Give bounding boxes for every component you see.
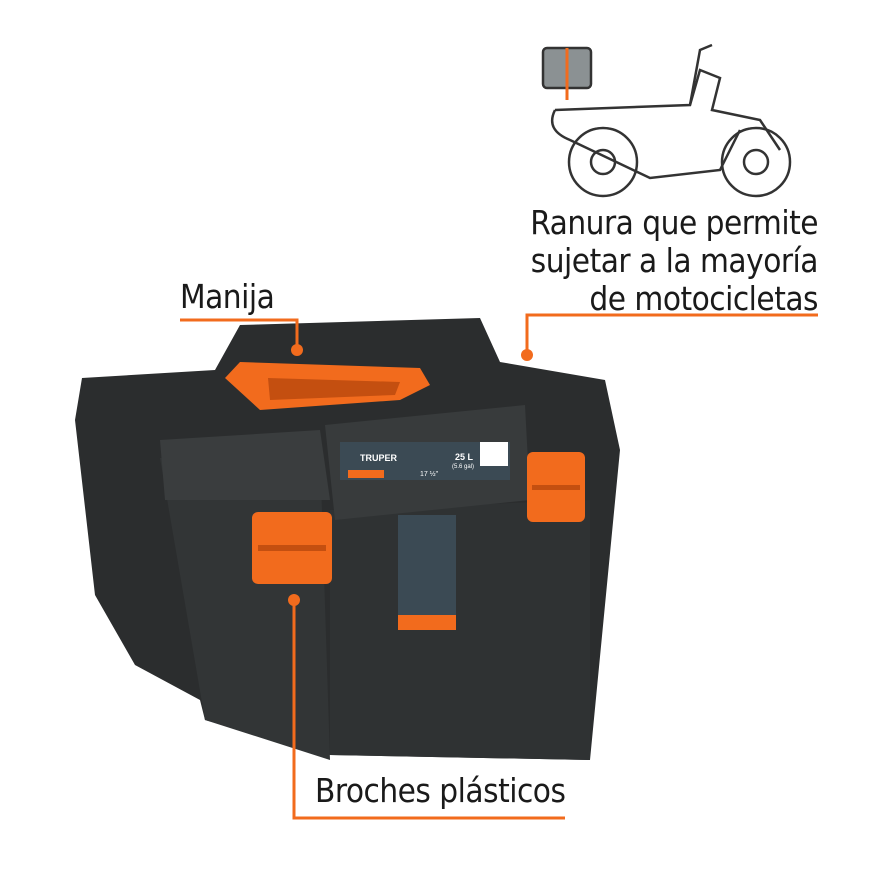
- callout-clasps: Broches plásticos: [315, 771, 566, 810]
- callout-slot: Ranura que permite sujetar a la mayoría …: [530, 204, 818, 318]
- brand-text: TRUPER: [360, 453, 398, 463]
- callout-handle: Manija: [180, 277, 275, 316]
- callout-lines: [180, 313, 818, 820]
- capacity-text: 25 L: [455, 452, 474, 462]
- capacity-gal-text: (5.6 gal): [452, 464, 474, 470]
- callout-slot-line1: Ranura que permite: [530, 203, 818, 242]
- size-text: 17 ½": [420, 470, 439, 478]
- motorcycle-icon: [541, 43, 792, 198]
- callout-slot-line3: de motocicletas: [589, 279, 818, 318]
- callout-slot-line2: sujetar a la mayoría: [530, 241, 819, 280]
- toolbox: [75, 318, 620, 760]
